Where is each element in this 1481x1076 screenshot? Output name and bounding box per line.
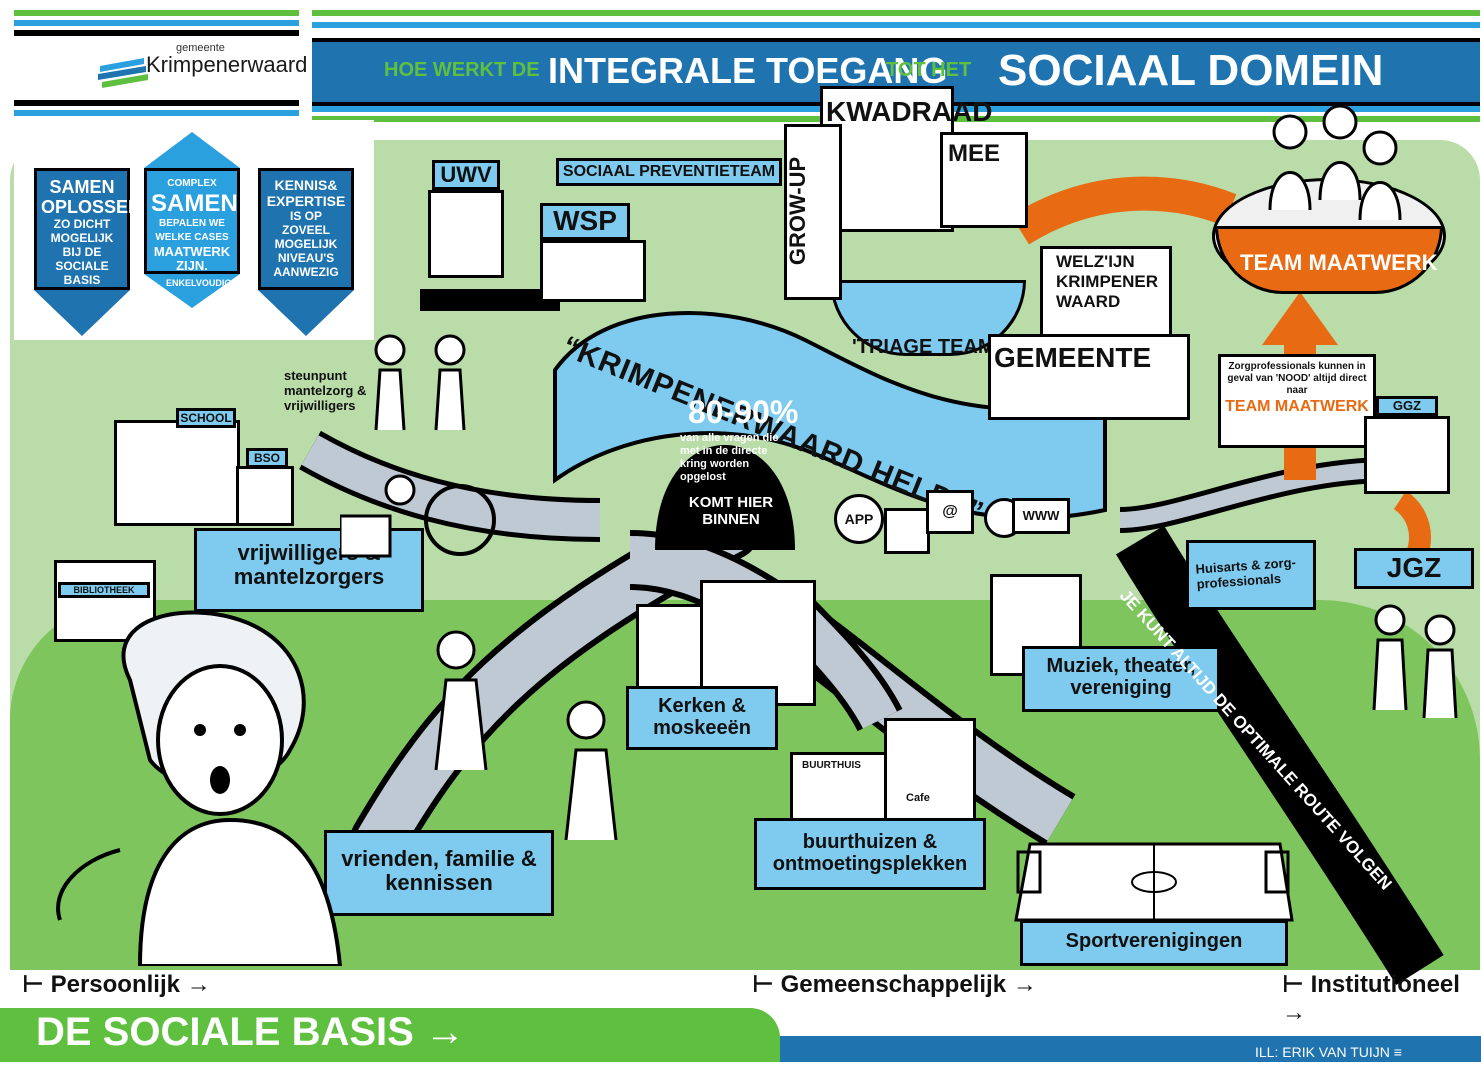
municipality-logo: gemeente Krimpenerwaard	[96, 40, 307, 90]
library-label: BIBLIOTHEEK	[58, 582, 150, 598]
kerken-label: Kerken & moskeeën	[626, 686, 778, 750]
wsp-label: WSP	[540, 203, 630, 240]
email-icon: @	[926, 490, 974, 534]
title-part-3: TOT HET	[886, 59, 972, 81]
steunpunt-label: steunpunt mantelzorg & vrijwilligers	[284, 368, 367, 413]
footer-green-band	[0, 1008, 780, 1062]
nood-info-box: Zorgprofessionals kunnen in geval van 'N…	[1218, 354, 1376, 448]
web-icon: WWW	[1012, 498, 1070, 534]
bso-building	[236, 466, 294, 526]
cafe-sign: Cafe	[906, 792, 930, 804]
title-part-2: INTEGRALE TOEGANG	[548, 50, 948, 91]
school-building	[114, 420, 240, 526]
gemeente-label: GEMEENTE	[994, 342, 1152, 373]
triage-platform	[830, 280, 1026, 356]
arrow-samen-oplossen: SAMEN OPLOSSEN ZO DICHT MOGELIJK BIJ DE …	[34, 168, 142, 336]
kwadraad-label: KWADRAAD	[826, 96, 993, 127]
arrow-samen-bepalen: COMPLEX SAMEN BEPALEN WE WELKE CASES MAA…	[144, 132, 240, 308]
muziek-label: Muziek, theater, vereniging	[1022, 646, 1220, 712]
header-stripe-6	[312, 10, 1480, 16]
header-stripe-1	[14, 10, 299, 16]
school-label: SCHOOL	[176, 408, 236, 428]
gemeente-building	[988, 334, 1190, 420]
arrow-middle-bottom: ENKELVOUDIG	[166, 278, 232, 288]
team-maatwerk-label: TEAM MAATWERK	[1240, 250, 1438, 275]
library-building	[54, 560, 156, 642]
people-running	[434, 630, 618, 840]
header-stripe-2	[14, 20, 299, 26]
illustrator-credit: ILL: ERIK VAN TUIJN ≡ BLIJSTIFT.NL	[1255, 1044, 1402, 1076]
app-bubble-icon: APP	[834, 494, 884, 544]
title-part-4: SOCIAAL DOMEIN	[998, 46, 1384, 95]
arrow-right-body: IS OP ZOVEEL MOGELIJK NIVEAU'S AANWEZIG	[273, 209, 339, 279]
mee-label: MEE	[948, 140, 1001, 167]
arrow-middle-title: SAMEN	[151, 190, 238, 217]
arrow-left-body: ZO DICHT MOGELIJK BIJ DE SOCIALE BASIS	[50, 217, 114, 287]
growup-label: GROW-UP	[785, 156, 811, 266]
nood-team: TEAM MAATWERK	[1225, 398, 1369, 415]
team-maatwerk-people	[1268, 104, 1402, 220]
ggz-label: GGZ	[1376, 396, 1438, 417]
header-stripe-3	[14, 30, 299, 36]
arrow-middle-top: COMPLEX	[167, 178, 217, 189]
bso-label: BSO	[246, 448, 288, 468]
worried-woman-illustration	[56, 610, 343, 966]
buurthuis-sign: BUURTHUIS	[802, 760, 861, 771]
central-platform	[553, 311, 1107, 550]
header-stripe-5	[14, 110, 299, 116]
arrow-down-icon	[34, 290, 130, 336]
huisarts-desk	[1186, 540, 1316, 610]
komt-hier-binnen-text: KOMT HIER BINNEN	[688, 494, 774, 528]
ggz-building	[1364, 416, 1450, 494]
nood-text: Zorgprofessionals kunnen in geval van 'N…	[1227, 361, 1367, 396]
phone-icon	[884, 508, 930, 554]
arrow-middle-strong: MAATWERK ZIJN.	[153, 244, 231, 273]
arrow-middle-body: BEPALEN WE WELKE CASES	[155, 218, 229, 243]
axis-institutional: ⊢ Institutioneel →	[1282, 971, 1460, 1026]
footer-title: DE SOCIALE BASIS →	[36, 1010, 465, 1054]
percentage-description: van alle vragen die met in de directe kr…	[680, 432, 779, 483]
team-maatwerk-band	[1215, 226, 1443, 294]
uwv-label: UWV	[432, 160, 500, 191]
title-part-1: HOE WERKT DE	[384, 59, 540, 81]
axis-personal: ⊢ Persoonlijk →	[22, 971, 211, 998]
sport-field	[1014, 842, 1294, 922]
logo-stripes-icon	[98, 58, 148, 88]
welzijn-label: WELZ'IJN KRIMPENER WAARD	[1056, 252, 1159, 311]
preventieteam-label: SOCIAAL PREVENTIETEAM	[556, 158, 782, 186]
footer-blue-band	[780, 1036, 1481, 1062]
arrow-kennis-expertise: KENNIS& EXPERTISE IS OP ZOVEEL MOGELIJK …	[258, 168, 354, 336]
mee-building	[940, 132, 1028, 228]
arrow-up-icon	[144, 132, 240, 168]
buurthuizen-label: buurthuizen & ontmoetingsplekken	[754, 818, 986, 890]
arrow-left-title: SAMEN OPLOSSEN	[41, 177, 142, 217]
people-group-left	[340, 334, 496, 558]
jgz-people	[1372, 604, 1458, 719]
uwv-building	[428, 190, 504, 278]
percentage-text: 80-90%	[688, 394, 799, 430]
axis-community: ⊢ Gemeenschappelijk →	[752, 971, 1037, 998]
arrow-down-icon	[144, 274, 240, 308]
vrienden-label: vrienden, familie & kennissen	[324, 830, 554, 916]
logo-small-text: gemeente	[176, 42, 225, 54]
triage-label: 'TRIAGE TEAM'	[852, 336, 1000, 358]
header-stripe-7	[312, 22, 1480, 28]
kwadraad-building	[820, 86, 954, 232]
logo-name: Krimpenerwaard	[146, 52, 308, 77]
sport-label: Sportverenigingen	[1020, 920, 1288, 966]
header-stripe-4	[14, 100, 299, 106]
jgz-label: JGZ	[1354, 548, 1474, 589]
growup-building	[784, 124, 842, 300]
arrow-down-icon	[258, 290, 354, 336]
cafe-building	[884, 718, 976, 832]
wsp-building	[540, 240, 646, 302]
arrow-right-title: KENNIS& EXPERTISE	[266, 177, 346, 209]
